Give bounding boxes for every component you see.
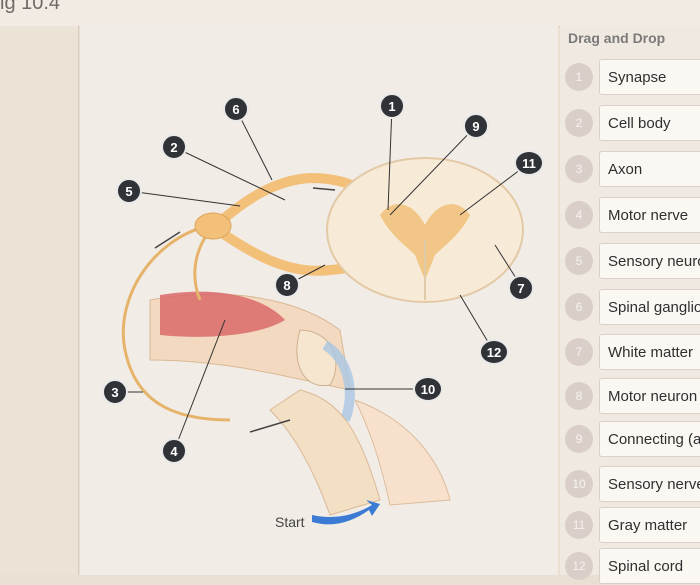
item-label: Spinal ganglion [599, 289, 700, 325]
item-label: Cell body [599, 105, 700, 141]
callout-11: 11 [514, 150, 544, 176]
item-label: Synapse [599, 59, 700, 95]
item-number: 10 [565, 470, 593, 498]
calf [353, 399, 451, 506]
item-number: 2 [565, 109, 593, 137]
callout-12: 12 [479, 339, 509, 365]
callout-1: 1 [379, 93, 405, 119]
motor-nerve-path [193, 229, 212, 301]
item-label: Motor nerve [599, 197, 700, 233]
figure-title: ig 10.4 [0, 0, 61, 14]
item-label: Motor neuron [599, 378, 700, 414]
patellar-tendon [322, 340, 355, 422]
item-label: Spinal cord [599, 548, 700, 584]
item-number: 7 [565, 338, 593, 366]
callout-2: 2 [161, 134, 187, 160]
panel-header: Drag and Drop [568, 30, 666, 46]
item-number: 4 [565, 201, 593, 229]
item-number: 9 [565, 425, 593, 453]
item-label: Axon [599, 151, 700, 187]
item-number: 1 [565, 63, 593, 91]
sensory-nerve-path [121, 223, 231, 422]
callout-10: 10 [413, 376, 443, 402]
item-number: 5 [565, 247, 593, 275]
quadriceps-muscle [160, 291, 285, 337]
callout-4: 4 [161, 438, 187, 464]
left-margin [0, 26, 79, 575]
callout-3: 3 [102, 379, 128, 405]
callout-8: 8 [274, 272, 300, 298]
item-label: Sensory nerve e [599, 466, 700, 502]
callout-7: 7 [508, 275, 534, 301]
item-number: 8 [565, 382, 593, 410]
item-label: Gray matter [599, 507, 700, 543]
item-number: 12 [565, 552, 593, 580]
callout-9: 9 [463, 113, 489, 139]
start-arrow-icon [312, 500, 380, 525]
callout-6: 6 [223, 96, 249, 122]
item-label: White matter [599, 334, 700, 370]
start-label: Start [275, 514, 305, 530]
item-number: 3 [565, 155, 593, 183]
item-number: 6 [565, 293, 593, 321]
shin [269, 389, 381, 516]
item-number: 11 [565, 511, 593, 539]
item-label: Sensory neuro [599, 243, 700, 279]
callout-5: 5 [116, 178, 142, 204]
item-label: Connecting (as [599, 421, 700, 457]
spinal-ganglion [194, 212, 232, 240]
